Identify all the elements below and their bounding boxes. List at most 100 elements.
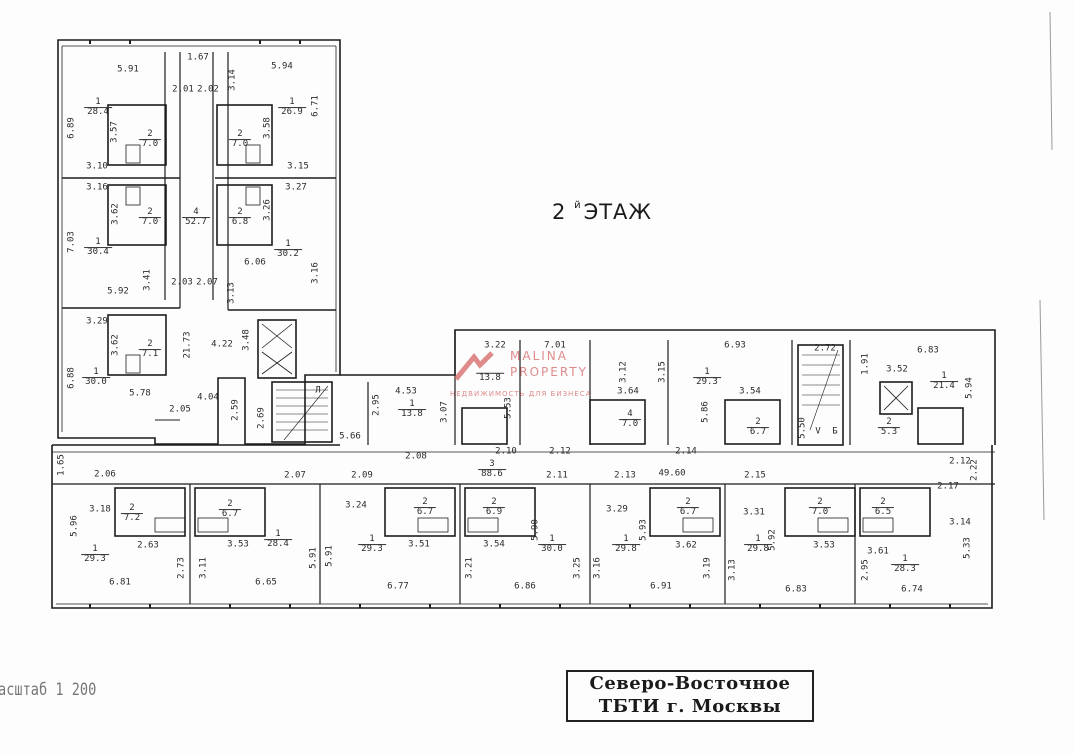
dimension-label: 21.73 [182, 331, 193, 359]
dimension-label: 4.53 [395, 386, 417, 397]
dimension-label: 3.51 [408, 539, 430, 550]
dimension-label: 5.66 [339, 431, 361, 442]
dimension-label: 3.15 [657, 361, 668, 383]
dimension-label: 6.86 [514, 581, 536, 592]
dimension-label: 6.88 [66, 367, 77, 389]
dimension-label: 3.41 [142, 269, 153, 291]
dimension-label: 2.69 [256, 407, 267, 429]
dimension-label: 3.53 [227, 539, 249, 550]
dimension-label: 2.95 [860, 559, 871, 581]
dimension-label: 3.10 [86, 161, 108, 172]
dimension-label: 3.19 [702, 557, 713, 579]
dimension-label: 5.94 [964, 377, 975, 399]
dimension-label: 2.12 [949, 456, 971, 467]
dimension-label: 6.81 [109, 577, 131, 588]
dimension-label: 5.92 [767, 529, 778, 551]
dimension-label: 3.29 [86, 316, 108, 327]
dimension-label: 2.95 [371, 394, 382, 416]
dimension-label: 3.31 [743, 507, 765, 518]
watermark-line2: PROPERTY [510, 365, 588, 379]
dimension-label: 5.91 [117, 64, 139, 75]
dimension-label: 3.64 [617, 386, 639, 397]
dimension-label: 2.63 [137, 540, 159, 551]
dimension-label: 3.61 [867, 546, 889, 557]
dimension-label: 3.48 [241, 329, 252, 351]
floor-title: 2 йЭТАЖ [552, 200, 652, 224]
dimension-label: 7.01 [544, 340, 566, 351]
dimension-label: 5.90 [530, 519, 541, 541]
dimension-label: 3.62 [110, 334, 121, 356]
dimension-label: 3.14 [227, 69, 238, 91]
watermark-tagline: НЕДВИЖИМОСТЬ ДЛЯ БИЗНЕСА [450, 390, 592, 398]
dimension-label: 3.29 [606, 504, 628, 515]
scale-label: асштаб 1 200 [0, 680, 97, 700]
dimension-label: 3.58 [262, 117, 273, 139]
dimension-label: 5.93 [638, 519, 649, 541]
dimension-label: 3.53 [813, 540, 835, 551]
dimension-label: Л [315, 385, 321, 396]
dimension-label: 2.09 [351, 470, 373, 481]
dimension-label: 4.04 [197, 392, 219, 403]
dimension-label: Б [832, 426, 838, 437]
dimension-label: 3.27 [285, 182, 307, 193]
dimension-label: 6.83 [917, 345, 939, 356]
dimension-label: 3.21 [464, 557, 475, 579]
dimension-label: 2.08 [405, 451, 427, 462]
dimension-label: 5.53 [503, 397, 514, 419]
stamp-line2: ТБТИ г. Москвы [598, 696, 782, 717]
dimension-label: 2.22 [969, 459, 980, 481]
dimension-label: 2.15 [744, 470, 766, 481]
dimension-label: 6.06 [244, 257, 266, 268]
dimension-label: 5.86 [700, 401, 711, 423]
dimension-label: 6.77 [387, 581, 409, 592]
dimension-label: 6.93 [724, 340, 746, 351]
dimension-label: 2.01 [172, 84, 194, 95]
dimension-label: 5.91 [308, 547, 319, 569]
dimension-label: 2.06 [94, 469, 116, 480]
bti-stamp: Северо-Восточное ТБТИ г. Москвы [566, 670, 814, 722]
dimension-label: 6.89 [66, 117, 77, 139]
dimension-label: 3.25 [572, 557, 583, 579]
dimension-label: 5.92 [107, 286, 129, 297]
dimension-label: 5.94 [271, 61, 293, 72]
dimension-label: 2.03 [171, 277, 193, 288]
dimension-label: 2.02 [197, 84, 219, 95]
dimension-label: 3.13 [226, 282, 237, 304]
dimension-label: 2.72 [814, 343, 836, 354]
dimension-label: 3.26 [262, 199, 273, 221]
dimension-label: 3.62 [110, 203, 121, 225]
dimension-label: 5.91 [324, 545, 335, 567]
dimension-label: 5.33 [962, 537, 973, 559]
dimension-label: 3.54 [739, 386, 761, 397]
dimension-label: 3.54 [483, 539, 505, 550]
dimension-label: 4.22 [211, 339, 233, 350]
malina-logo-icon [454, 351, 494, 381]
dimension-label: 3.12 [618, 361, 629, 383]
dimension-label: 1.65 [56, 454, 67, 476]
dimension-label: 3.18 [89, 504, 111, 515]
